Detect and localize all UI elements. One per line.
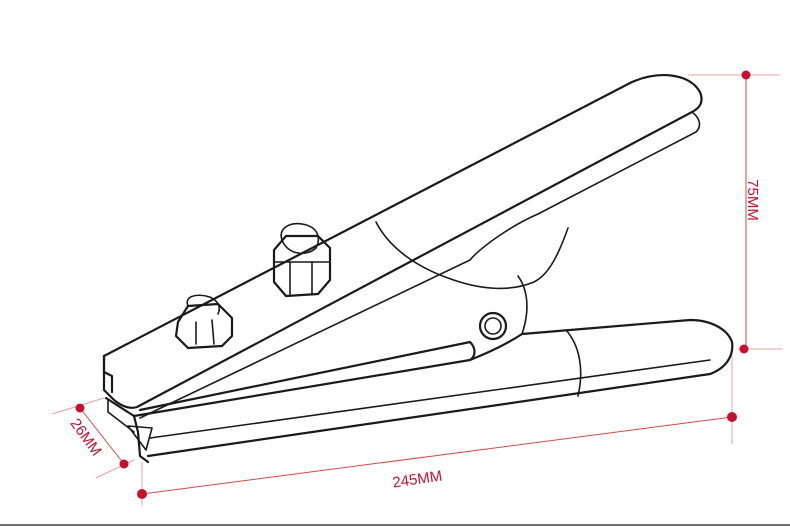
bolt-left-icon: [174, 294, 234, 350]
upper-jaw-plate: [102, 370, 114, 394]
upper-handle-inner-edge: [139, 111, 701, 419]
upper-shoulder-curve: [375, 221, 569, 290]
lower-handle-outline: [146, 318, 734, 458]
lower-handle-inner: [517, 275, 528, 335]
dimension-dot: [75, 403, 85, 413]
height-dimension-label: 75MM: [744, 179, 761, 221]
pivot-rivet-outer: [478, 311, 508, 341]
dimension-dot: [119, 459, 129, 469]
lower-handle-curve: [565, 329, 582, 397]
dimension-length: 245MM: [137, 356, 737, 506]
width-dimension-label: 26MM: [67, 415, 105, 459]
upper-jaw-outline: [102, 74, 703, 409]
dimension-dot: [741, 70, 751, 80]
lower-handle-base: [149, 359, 711, 439]
dimension-dot: [727, 412, 737, 422]
lower-jaw-outline: [104, 340, 476, 418]
length-dimension-label: 245MM: [391, 468, 443, 492]
pivot-rivet-inner: [484, 317, 502, 335]
bolt-right-icon: [272, 222, 332, 298]
lower-jaw-bottom: [132, 414, 150, 464]
dimension-dot: [739, 344, 749, 354]
clamp-icon: [102, 74, 734, 464]
dimension-dot: [137, 489, 147, 499]
jaw-tip: [127, 425, 153, 451]
dimension-height: 75MM: [688, 70, 782, 354]
dimension-width: 26MM: [51, 397, 135, 479]
jaw-lower-plate: [107, 399, 135, 433]
